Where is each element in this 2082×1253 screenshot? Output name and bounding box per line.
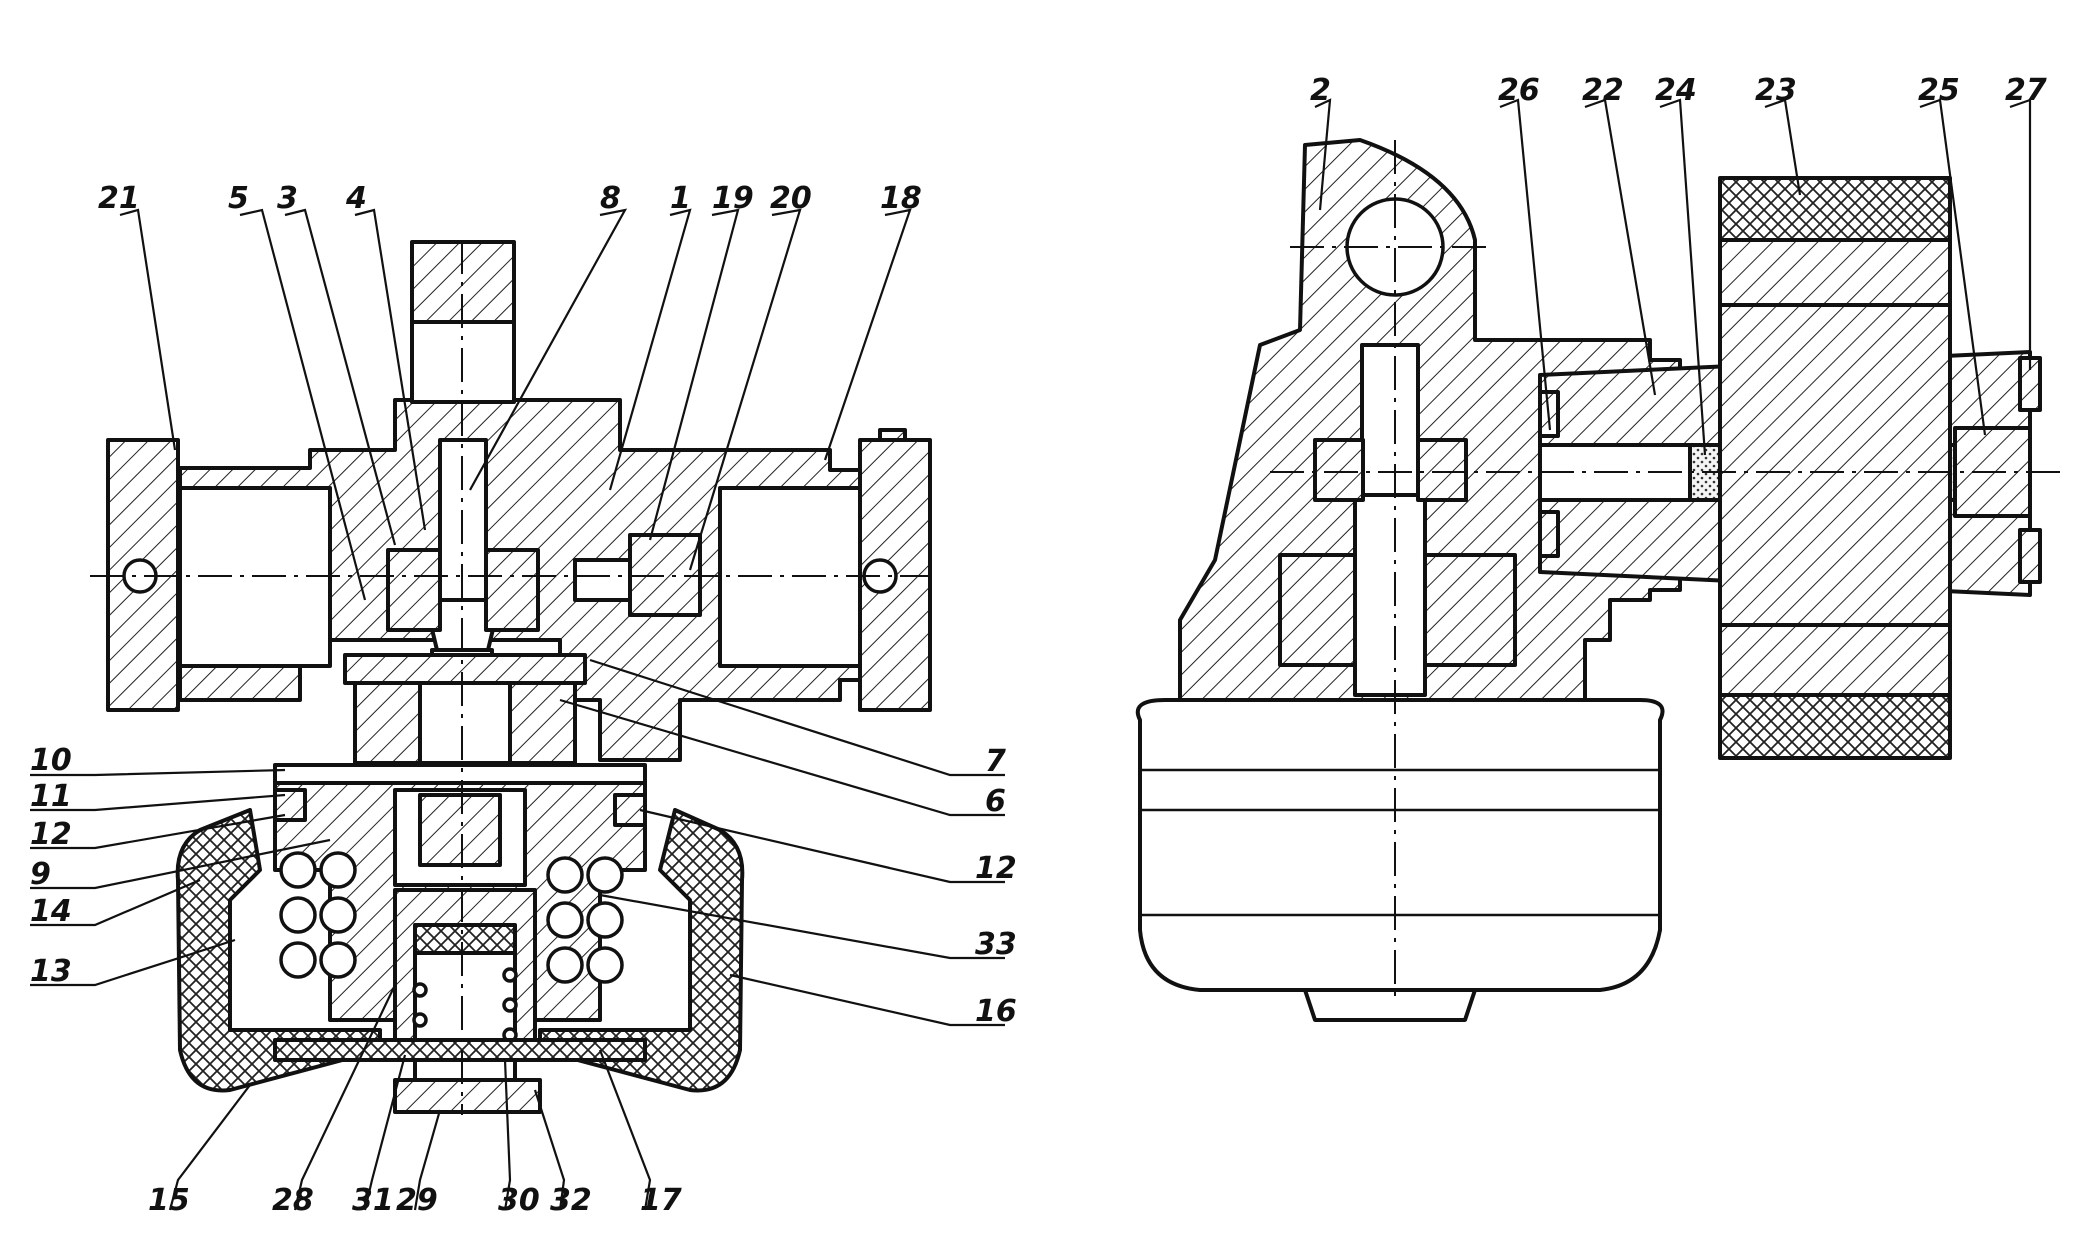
label-3: 3 [277,181,298,216]
label-26: 26 [1498,73,1540,108]
label-14: 14 [30,894,72,929]
label-25: 25 [1918,73,1960,108]
label-29: 29 [396,1183,438,1218]
seal-26-bottom [1538,510,1560,558]
wheel-rim-top [1718,238,1952,307]
seal-27-bottom [2018,528,2042,584]
label-13: 13 [30,954,72,989]
label-28: 28 [272,1183,314,1218]
label-21: 21 [98,181,140,216]
label-31: 31 [352,1183,394,1218]
label-10: 10 [30,743,72,778]
label-24: 24 [1655,73,1697,108]
piston-6-core [418,681,512,765]
valve-20 [573,558,632,602]
wheel-hub [1718,303,1952,627]
label-1: 1 [670,181,691,216]
label-4: 4 [345,181,367,216]
label-20: 20 [770,181,812,216]
plate-7 [343,653,587,685]
label-7: 7 [985,744,1006,779]
right-assembly-view [1135,138,2065,1022]
label-19: 19 [712,181,754,216]
wheel-rim-bottom [1718,623,1952,697]
base-17 [273,1038,647,1062]
stem-lower [1353,493,1427,697]
gland-upper-r [1416,438,1468,502]
label-8: 8 [600,181,621,216]
ball-group-left [279,851,357,979]
gland-upper [1313,438,1365,502]
lower-cylinder [1135,698,1665,992]
left-assembly-view [90,240,932,1115]
label-9: 9 [30,857,51,892]
label-22: 22 [1582,73,1624,108]
label-16: 16 [975,994,1017,1029]
label-33: 33 [975,927,1017,962]
label-12-left: 12 [30,817,72,852]
leader-lines-right [1314,98,2032,456]
label-2: 2 [1310,73,1331,108]
stem-upper [1360,343,1420,497]
gland-3 [386,548,442,632]
label-12-right: 12 [975,851,1017,886]
label-5: 5 [228,181,249,216]
cylinder-foot [1303,988,1477,1022]
label-18: 18 [880,181,922,216]
seal-felt [413,923,517,955]
label-15: 15 [148,1183,190,1218]
label-17: 17 [640,1183,682,1218]
label-27: 27 [2005,73,2047,108]
labels-left: 21 5 3 4 8 1 19 20 18 10 11 12 9 14 13 7… [30,181,1017,1218]
ball-group-right [546,856,624,984]
spring-30 [412,967,518,1058]
label-30: 30 [498,1183,540,1218]
gland-lower-r [1423,553,1517,667]
label-11: 11 [30,779,72,814]
gland-lower [1278,553,1357,667]
bushing-33 [418,793,502,867]
label-6: 6 [985,784,1006,819]
end-cap-32 [393,1078,542,1114]
labels-right: 2 26 22 24 23 25 27 [1310,73,2047,108]
gland-4 [484,548,540,632]
leader-lines-left [30,208,1005,1211]
cover-10 [273,763,647,785]
label-23: 23 [1755,73,1797,108]
label-32: 32 [550,1183,592,1218]
